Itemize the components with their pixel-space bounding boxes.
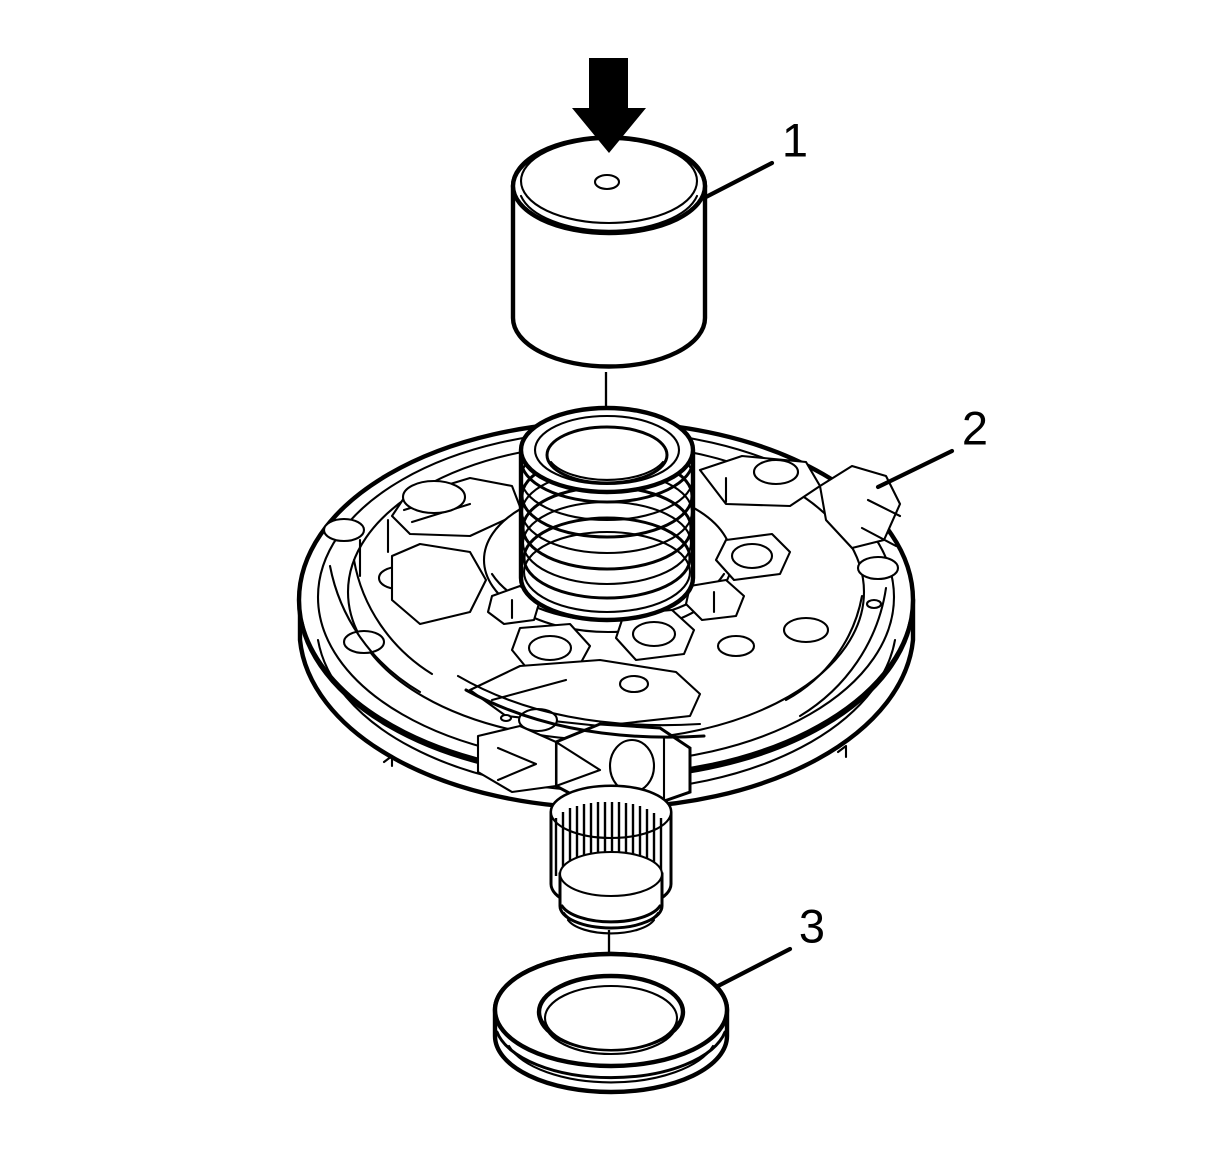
callout-3-label: 3 bbox=[799, 899, 825, 952]
splined-shaft bbox=[549, 784, 673, 935]
callout-1: 1 bbox=[701, 113, 808, 201]
callout-2-label: 2 bbox=[962, 401, 988, 454]
callout-2: 2 bbox=[875, 401, 988, 490]
callout-3-leader bbox=[715, 946, 793, 989]
part-thrust-washer bbox=[492, 951, 730, 1095]
callout-2-leader bbox=[875, 448, 955, 490]
part-pump-housing bbox=[296, 405, 916, 811]
callout-3: 3 bbox=[715, 899, 825, 989]
install-direction-arrow bbox=[572, 58, 646, 153]
central-seal-boss bbox=[518, 405, 696, 623]
part-cylinder-tool bbox=[510, 135, 708, 369]
callout-1-leader bbox=[701, 160, 775, 201]
callout-1-label: 1 bbox=[782, 113, 808, 166]
